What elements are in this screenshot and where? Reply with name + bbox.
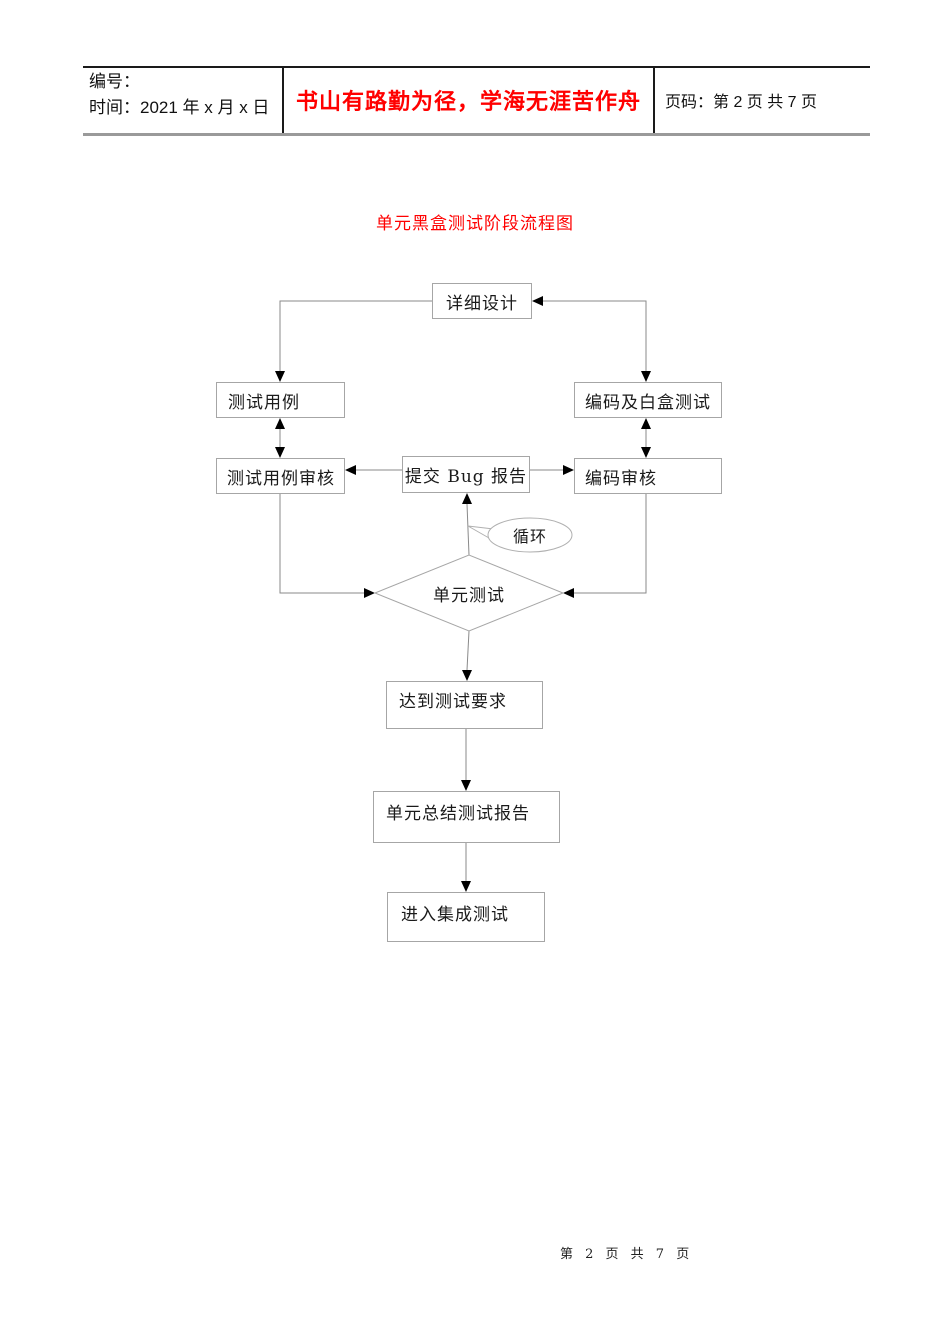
connector-codereview-to-diamond bbox=[574, 494, 647, 594]
connector-diamond-to-meet bbox=[466, 630, 470, 671]
arrow-into-bug-bottom bbox=[462, 493, 472, 504]
header-separator-1 bbox=[282, 67, 284, 133]
header-number-time: 编号： 时间：2021 年 x 月 x 日 bbox=[89, 69, 275, 129]
connector-tcreview-to-diamond bbox=[279, 494, 364, 594]
arrow-into-coding-bottom bbox=[641, 418, 651, 429]
node-unit-test-label: 单元测试 bbox=[433, 585, 505, 606]
arrow-into-codereview-top bbox=[641, 447, 651, 458]
connector-coding-to-design bbox=[543, 300, 647, 371]
arrow-into-codereview-left bbox=[563, 465, 574, 475]
header-bottom-border bbox=[83, 133, 870, 136]
arrow-into-testcase-bottom bbox=[275, 418, 285, 429]
header-number-label: 编号： bbox=[89, 72, 140, 91]
header-time-label: 时间：2021 年 x 月 x 日 bbox=[89, 98, 270, 117]
connector-diamond-to-bug bbox=[466, 503, 470, 556]
node-enter-integration-test: 进入集成测试 bbox=[387, 892, 545, 942]
arrow-into-summary-top bbox=[461, 780, 471, 791]
footer-page-number: 第 2 页 共 7 页 bbox=[560, 1247, 694, 1262]
node-submit-bug-report: 提交 Bug 报告 bbox=[402, 456, 530, 493]
arrow-into-integration-top bbox=[461, 881, 471, 892]
arrow-into-coding-top bbox=[641, 371, 651, 382]
node-meet-test-requirements: 达到测试要求 bbox=[386, 681, 543, 729]
node-test-case-review: 测试用例审核 bbox=[216, 458, 345, 494]
header-slogan: 书山有路勤为径，学海无涯苦作舟 bbox=[295, 89, 641, 114]
arrow-into-meet-top bbox=[462, 670, 472, 681]
unit-test-diamond-shape bbox=[373, 554, 565, 632]
header-top-border bbox=[83, 66, 870, 68]
node-unit-summary-test-report: 单元总结测试报告 bbox=[373, 791, 560, 843]
loop-callout-bubble bbox=[487, 517, 573, 553]
arrow-into-diamond-left bbox=[364, 588, 375, 598]
connector-design-to-testcase bbox=[279, 300, 432, 371]
flowchart-title: 单元黑盒测试阶段流程图 bbox=[376, 214, 574, 234]
arrow-into-diamond-right bbox=[563, 588, 574, 598]
arrowheads bbox=[275, 296, 651, 892]
arrow-into-testcase-top bbox=[275, 371, 285, 382]
arrow-into-tcreview-right bbox=[345, 465, 356, 475]
loop-callout-label: 循环 bbox=[512, 527, 547, 546]
node-detail-design: 详细设计 bbox=[432, 283, 532, 319]
node-code-review: 编码审核 bbox=[574, 458, 722, 494]
flowchart-connectors bbox=[275, 296, 651, 892]
node-coding-whitebox-test: 编码及白盒测试 bbox=[574, 382, 722, 418]
node-test-case: 测试用例 bbox=[216, 382, 345, 418]
header-page-number: 页码：第 2 页 共 7 页 bbox=[665, 94, 818, 111]
arrow-into-tcreview-top bbox=[275, 447, 285, 458]
arrow-into-design-right bbox=[532, 296, 543, 306]
header-separator-2 bbox=[653, 67, 655, 133]
